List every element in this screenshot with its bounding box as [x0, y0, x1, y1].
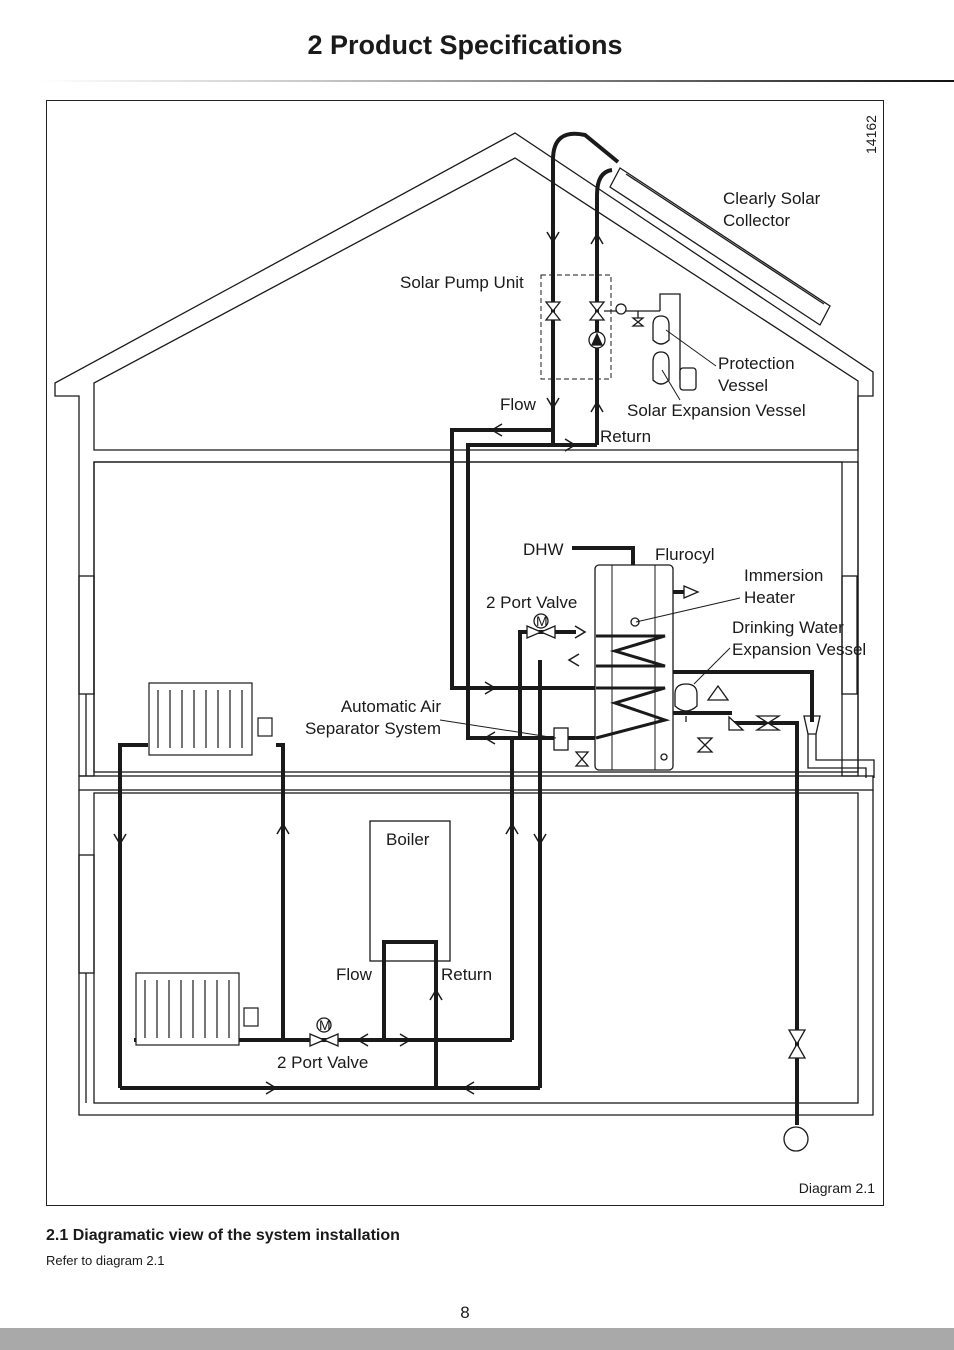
solar-collector-label-1: Clearly Solar: [723, 189, 821, 208]
house-outline: [54, 132, 874, 1116]
port-valve-upper-label: 2 Port Valve: [486, 593, 577, 612]
title-rule: [40, 80, 954, 82]
drinking-water-label-1: Drinking Water: [732, 618, 844, 637]
motor-mark-lower: M: [319, 1017, 331, 1033]
immersion-heater-label-2: Heater: [744, 588, 795, 607]
port-valves: [309, 613, 556, 1047]
radiator-lower: [135, 972, 259, 1046]
page-title: 2 Product Specifications: [307, 30, 623, 60]
boiler-unit: [369, 820, 451, 962]
solar-flow-label: Flow: [500, 395, 537, 414]
boiler-return-label: Return: [441, 965, 492, 984]
dhw-pipes: [572, 546, 814, 1125]
boiler-flow-label: Flow: [336, 965, 373, 984]
leader-lines: [439, 329, 741, 739]
heating-pipes: [118, 630, 576, 1090]
port-valve-lower-label: 2 Port Valve: [277, 1053, 368, 1072]
solar-collector-label-2: Collector: [723, 211, 790, 230]
solar-pump-unit-box: [540, 274, 612, 380]
radiator-upper: [148, 682, 273, 756]
tundish-drain: [803, 715, 875, 778]
immersion-heater-label-1: Immersion: [744, 566, 823, 585]
drinking-water-label-2: Expansion Vessel: [732, 640, 866, 659]
motor-mark-upper: M: [536, 613, 548, 629]
solar-return-label: Return: [600, 427, 651, 446]
diagram-ref: Diagram 2.1: [799, 1180, 875, 1196]
refer-text: Refer to diagram 2.1: [46, 1253, 165, 1268]
figure-caption: 2.1 Diagramatic view of the system insta…: [46, 1227, 400, 1244]
solar-collector: [609, 167, 831, 326]
air-separator-label-2: Separator System: [305, 719, 441, 738]
footer-bar: [0, 1328, 954, 1350]
protection-vessel-label-2: Vessel: [718, 376, 768, 395]
protection-vessel-label-1: Protection: [718, 354, 795, 373]
air-separator-label-1: Automatic Air: [341, 697, 441, 716]
diagram-id: 14162: [863, 115, 879, 154]
solar-expansion-vessel-label: Solar Expansion Vessel: [627, 401, 806, 420]
solar-pump-unit-label: Solar Pump Unit: [400, 273, 524, 292]
diagram-frame: [46, 100, 884, 1206]
air-separator: [553, 727, 569, 751]
dhw-valves: [574, 585, 809, 1152]
flurocyl-label: Flurocyl: [655, 545, 715, 564]
drinking-water-vessel: [674, 683, 698, 722]
boiler-label: Boiler: [386, 830, 430, 849]
solar-valves: [544, 293, 697, 391]
cylinder-coils: [595, 634, 671, 740]
flow-arrows: [113, 231, 604, 1095]
page-number: 8: [460, 1303, 470, 1322]
dhw-label: DHW: [523, 540, 564, 559]
solar-pipes: [450, 131, 620, 740]
